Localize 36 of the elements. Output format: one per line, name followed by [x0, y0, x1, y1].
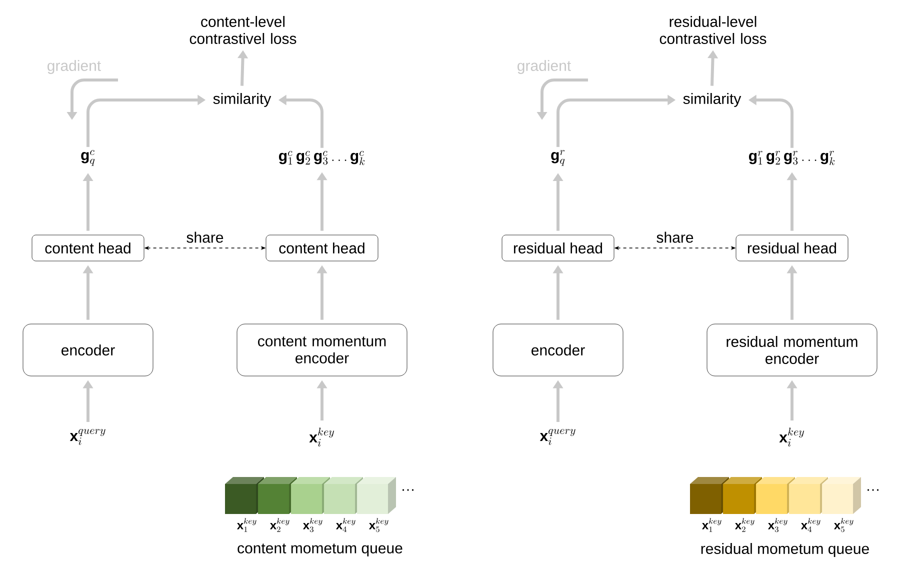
vector-label: $\mathbf{x}_i^{query}$ — [70, 429, 106, 445]
queue-caption: content mometum queue — [238, 544, 402, 556]
encoder-box: residual momentum encoder — [706, 324, 878, 376]
vector-label: $\mathbf{g}_1^r\,\mathbf{g}_2^r\,\mathbf{g}_3^r \dots \mathbf{g}_k^r$ — [749, 150, 835, 166]
queue-item-label: $\mathbf{x}_2^{key}$ — [270, 518, 290, 532]
vector-label: $\mathbf{x}_i^{query}$ — [540, 429, 576, 445]
encoder-box: encoder — [492, 324, 624, 376]
encoder-box: encoder — [22, 324, 154, 376]
loss-label: residual-level contrastivel loss — [660, 16, 766, 44]
queue-item-label: $\mathbf{x}_5^{key}$ — [834, 518, 854, 532]
loss-label: content-level contrastivel loss — [190, 16, 296, 44]
vector-label: $\mathbf{g}_q^c$ — [81, 150, 95, 166]
queue-item-label: $\mathbf{x}_3^{key}$ — [768, 518, 788, 532]
encoder-box: content momentum encoder — [236, 324, 408, 376]
vector-label: $\mathbf{x}_i^{key}$ — [779, 428, 804, 446]
ellipsis: … — [868, 489, 878, 491]
similarity-label: similarity — [213, 93, 272, 107]
edge-label: share — [186, 232, 224, 243]
queue-item-label: $\mathbf{x}_2^{key}$ — [734, 518, 754, 532]
head-box: residual head — [736, 234, 848, 262]
similarity-label: similarity — [683, 93, 742, 107]
vector-label: $\mathbf{g}_1^c\,\mathbf{g}_2^c\,\mathbf{g}_3^c \dots \mathbf{g}_k^c$ — [278, 150, 365, 166]
queue-item-label: $\mathbf{x}_4^{key}$ — [336, 518, 356, 532]
queue-item-label: $\mathbf{x}_1^{key}$ — [236, 518, 256, 532]
queue-item-label: $\mathbf{x}_5^{key}$ — [368, 518, 388, 532]
queue-item-label: $\mathbf{x}_3^{key}$ — [302, 518, 322, 532]
queue-item-label: $\mathbf{x}_4^{key}$ — [800, 518, 820, 532]
queue-caption: residual mometum queue — [701, 543, 869, 557]
vector-label: $\mathbf{x}_i^{key}$ — [309, 428, 334, 446]
edge-label: share — [656, 232, 694, 243]
head-box: content head — [266, 234, 378, 262]
ellipsis: … — [402, 489, 414, 491]
vector-label: $\mathbf{g}_q^r$ — [551, 150, 565, 166]
head-box: content head — [32, 234, 144, 262]
head-box: residual head — [502, 234, 614, 262]
queue-item-label: $\mathbf{x}_1^{key}$ — [702, 518, 722, 532]
